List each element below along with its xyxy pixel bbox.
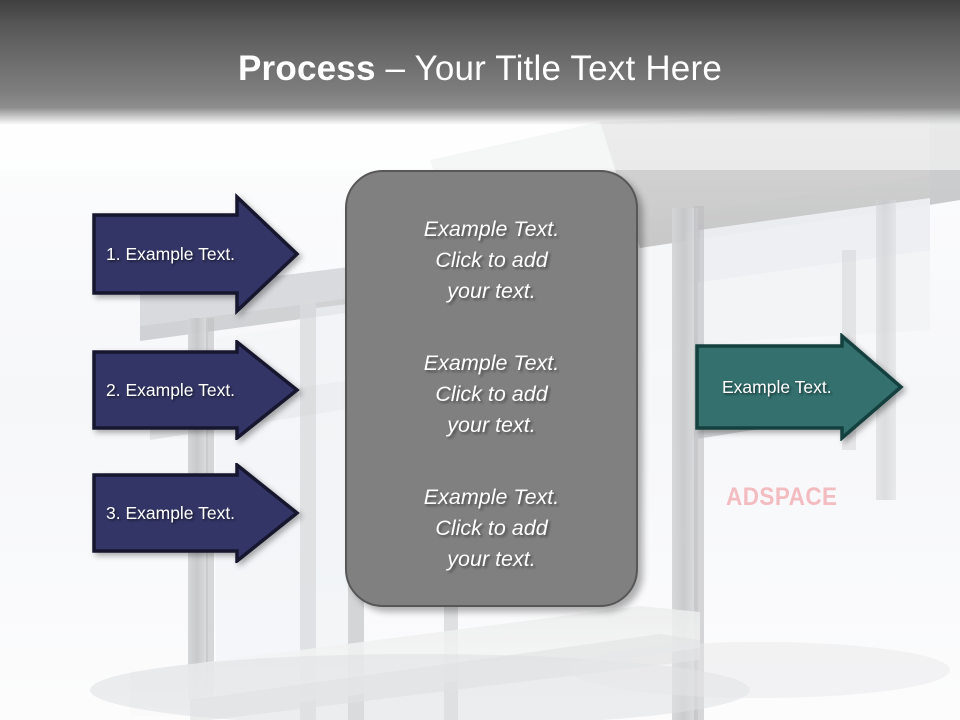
step-arrow-3-label: 3. Example Text. <box>106 502 236 523</box>
result-arrow-label: Example Text. <box>722 376 832 397</box>
arrow-right-shape-icon <box>92 340 300 440</box>
panel-text-block-1[interactable]: Example Text. Click to add your text. <box>423 217 560 303</box>
page-title: Process – Your Title Text Here <box>0 47 960 91</box>
step-arrow-1-label: 1. Example Text. <box>106 243 236 264</box>
arrow-right-shape-icon <box>92 463 300 563</box>
step-arrow-3[interactable]: 3. Example Text. <box>92 463 300 563</box>
panel-text-block-3[interactable]: Example Text. Click to add your text. <box>423 485 560 571</box>
step-arrow-2-label: 2. Example Text. <box>106 379 236 400</box>
page-title-rest: – Your Title Text Here <box>375 49 722 88</box>
step-arrow-1[interactable]: 1. Example Text. <box>92 193 300 315</box>
arrow-right-shape-icon <box>695 333 904 441</box>
page-title-bold: Process <box>238 49 376 88</box>
panel-text-block-2[interactable]: Example Text. Click to add your text. <box>423 351 560 437</box>
result-arrow[interactable]: Example Text. <box>694 333 904 441</box>
step-arrow-2[interactable]: 2. Example Text. <box>92 340 300 440</box>
center-content-panel[interactable]: Example Text. Click to add your text. Ex… <box>345 170 638 607</box>
arrow-right-shape-icon <box>92 193 300 315</box>
adspace-watermark: ADSPACE <box>726 483 838 511</box>
